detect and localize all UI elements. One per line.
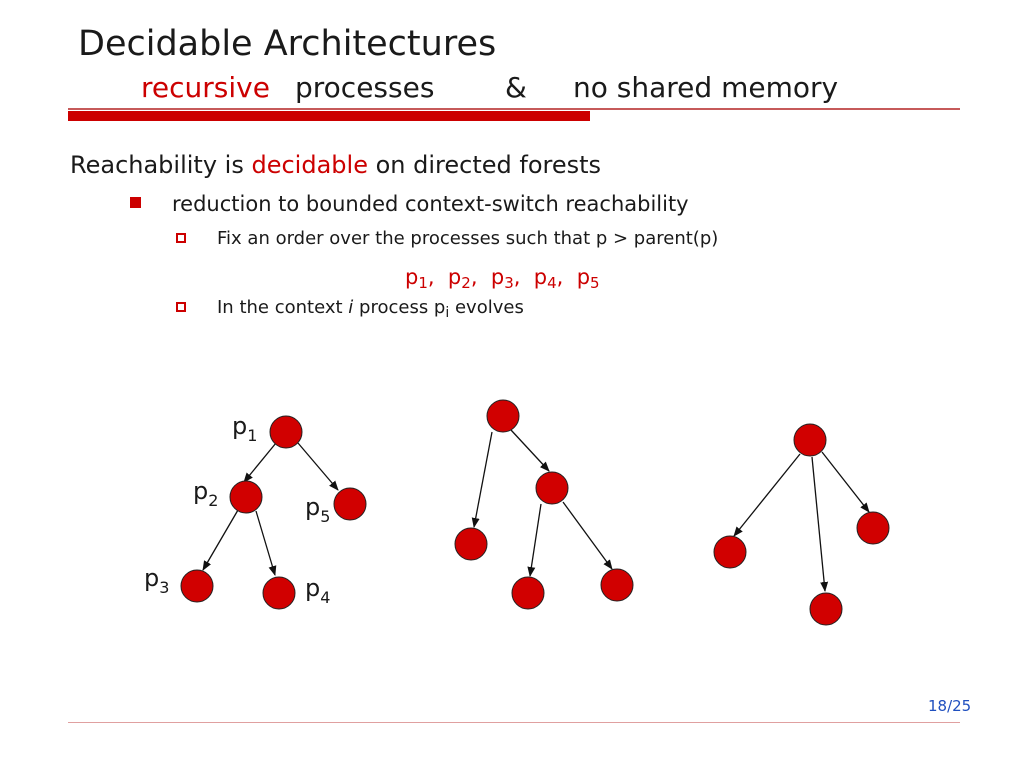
- tree-edge: [255, 510, 277, 576]
- subtitle-recursive: recursive: [141, 71, 270, 104]
- subtitle-processes: processes: [295, 71, 435, 104]
- tree-node: [793, 423, 827, 457]
- tree-edge: [243, 442, 277, 483]
- bullet-reduction: reduction to bounded context-switch reac…: [172, 192, 689, 216]
- process-order: p1, p2, p3, p4, p5: [405, 265, 600, 292]
- main-statement-highlight: decidable: [251, 151, 368, 179]
- order-item: p2: [447, 265, 471, 292]
- tree-node: [486, 399, 520, 433]
- tree-node: [856, 511, 890, 545]
- tree-edge: [471, 431, 493, 528]
- tree-edge: [821, 451, 870, 513]
- order-item: p5: [576, 265, 600, 292]
- tree-node: [333, 487, 367, 521]
- tree-node: [600, 568, 634, 602]
- square-bullet-icon: [130, 197, 141, 208]
- bullet-fix-order: Fix an order over the processes such tha…: [217, 228, 719, 249]
- page-number: 18/25: [928, 697, 972, 715]
- footer-rule: [68, 722, 960, 723]
- slide-title: Decidable Architectures: [78, 24, 497, 64]
- order-item: p1: [405, 265, 428, 292]
- tree-edge: [811, 456, 829, 592]
- subtitle-ampersand: &: [505, 71, 527, 104]
- tree-node: [269, 415, 303, 449]
- hollow-square-bullet-icon: [176, 233, 186, 243]
- subtitle-no-shared-memory: no shared memory: [573, 71, 839, 104]
- tree-edge: [297, 442, 339, 491]
- order-item: p3: [490, 265, 514, 292]
- tree-node: [229, 480, 263, 514]
- bullet-context-evolves: In the context i process pi evolves: [217, 297, 524, 321]
- tree-node: [535, 471, 569, 505]
- tree-node: [511, 576, 545, 610]
- title-rule-thin: [68, 108, 960, 110]
- node-label-p4: p4: [305, 574, 330, 607]
- tree-edge: [527, 503, 542, 577]
- tree-node: [713, 535, 747, 569]
- tree-edge: [510, 429, 550, 472]
- main-statement-suffix: on directed forests: [375, 151, 602, 179]
- tree-node: [180, 569, 214, 603]
- order-item: p4: [533, 265, 557, 292]
- tree-edge: [202, 509, 239, 571]
- tree-node: [809, 592, 843, 626]
- node-label-p3: p3: [144, 564, 169, 597]
- title-rule-thick: [68, 111, 590, 121]
- hollow-square-bullet-icon: [176, 302, 186, 312]
- tree-edge: [562, 501, 613, 570]
- node-label-p2: p2: [193, 477, 218, 510]
- main-statement: Reachability is decidable on directed fo…: [70, 148, 601, 182]
- tree-node: [454, 527, 488, 561]
- tree-node: [262, 576, 296, 610]
- node-label-p1: p1: [232, 412, 257, 445]
- node-label-p5: p5: [305, 493, 330, 526]
- main-statement-prefix: Reachability is: [70, 151, 244, 179]
- tree-edge: [733, 453, 801, 537]
